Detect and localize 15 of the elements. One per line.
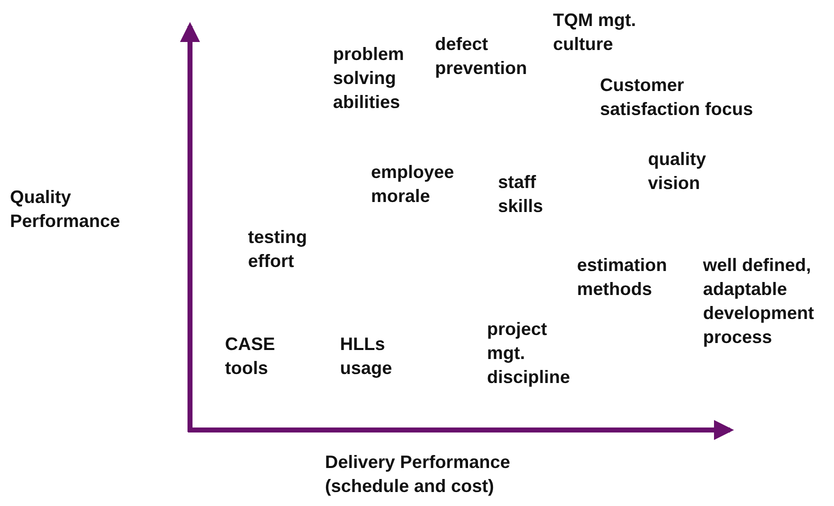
factor-label: testing effort — [248, 226, 308, 273]
factor-label: estimation methods — [577, 254, 668, 301]
factor-label: employee morale — [371, 161, 456, 208]
factor-label: well defined, adaptable development process — [703, 254, 816, 349]
factor-label: problem solving abilities — [333, 43, 406, 114]
factor-label: Customer satisfaction focus — [600, 74, 754, 121]
axis-title: Quality Performance — [10, 186, 122, 233]
factor-label: staff skills — [498, 171, 544, 218]
factor-label: quality vision — [648, 148, 708, 195]
factor-label: TQM mgt. culture — [553, 9, 637, 56]
axis-title: Delivery Performance (schedule and cost) — [325, 451, 512, 498]
factor-label: CASE tools — [225, 333, 276, 380]
factor-label: HLLs usage — [340, 333, 394, 380]
factor-label: defect prevention — [435, 33, 528, 80]
factor-label: project mgt. discipline — [487, 318, 572, 389]
